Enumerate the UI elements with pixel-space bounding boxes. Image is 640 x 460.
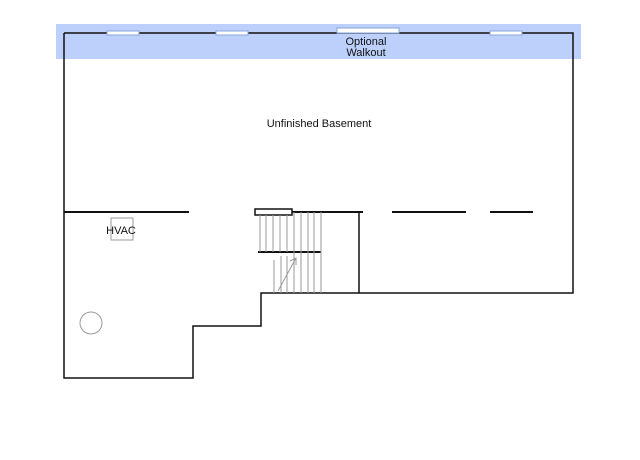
exterior-wall [63, 32, 574, 379]
arrow-up-icon [277, 257, 297, 292]
stair-landing [254, 208, 293, 216]
walkout-label-line1: Optional [346, 36, 387, 48]
main-room-label: Unfinished Basement [267, 118, 372, 130]
walkout-label-line2: Walkout [346, 47, 385, 59]
floor-drain-icon [79, 311, 103, 335]
window [215, 30, 249, 36]
window [106, 30, 140, 36]
hvac-label: HVAC [106, 225, 136, 237]
walkout-band [56, 24, 581, 59]
window [489, 30, 523, 36]
hvac-unit [110, 217, 134, 241]
walkout-door [336, 27, 400, 34]
staircase [259, 212, 322, 293]
